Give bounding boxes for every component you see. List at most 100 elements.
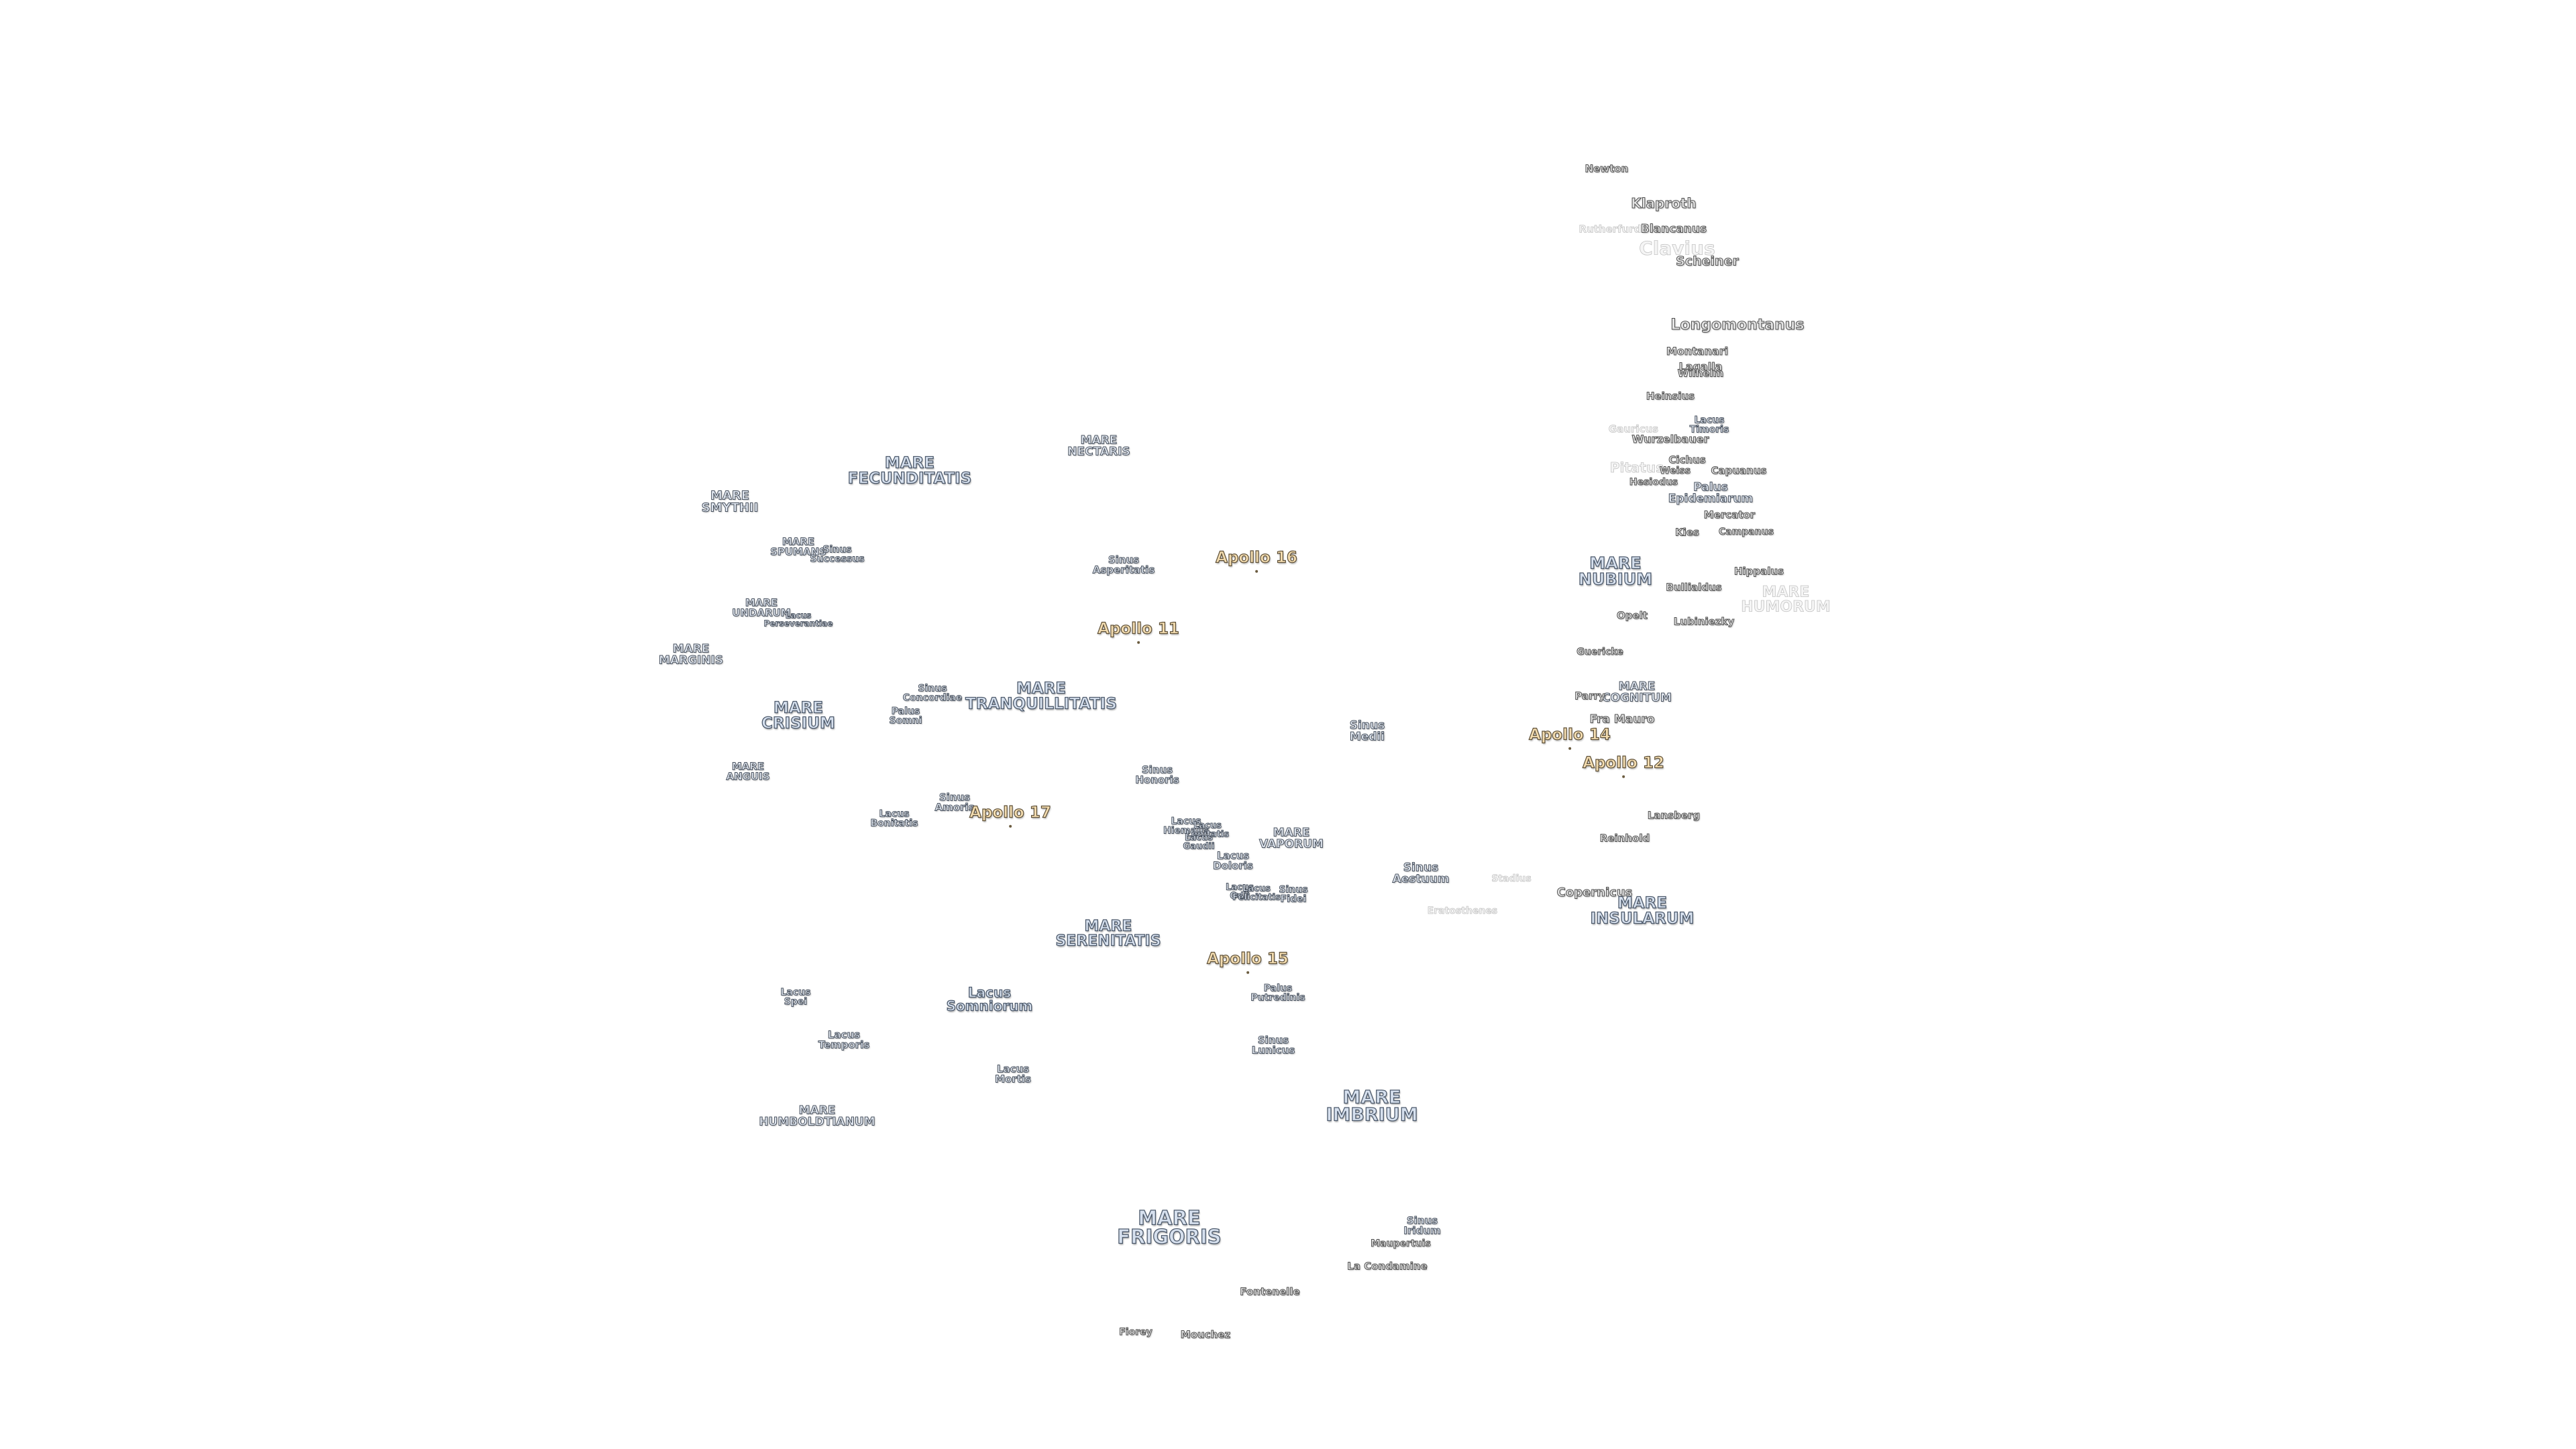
label-line: Palus (891, 706, 920, 717)
label-line: Apollo 11 (1097, 620, 1180, 638)
label-line: Wilhelm (1677, 367, 1724, 380)
label-line: Sinus (1257, 1034, 1289, 1046)
label-line: Lacus (1185, 833, 1214, 843)
label-line: Mortis (995, 1073, 1032, 1085)
label-line: Sinus (938, 791, 971, 804)
label-line: Wurzelbauer (1631, 433, 1709, 446)
label-montanari: Montanari (1666, 345, 1728, 357)
label-lansberg: Lansberg (1647, 810, 1700, 821)
label-line: Blancanus (1640, 222, 1707, 236)
label-line: Odii (1230, 891, 1250, 901)
label-line: MARE (710, 488, 750, 503)
label-line: Apollo 15 (1207, 950, 1289, 968)
label-line: MARE (1762, 584, 1810, 601)
label-rutherfurd: Rutherfurd (1578, 223, 1642, 235)
label-kies: Kies (1675, 527, 1700, 538)
label-mercator: Mercator (1703, 510, 1755, 521)
label-line: MARE (884, 454, 935, 472)
label-wilhelm: Wilhelm (1677, 367, 1724, 380)
label-stadius: Stadius (1491, 873, 1532, 885)
label-line: Copernicus (1556, 885, 1633, 900)
label-line: Reinhold (1599, 832, 1650, 845)
label-line: Iridum (1403, 1224, 1441, 1236)
label-line: Lacus (1193, 820, 1222, 831)
label-line: CRISIUM (761, 714, 835, 732)
label-campanus: Campanus (1718, 527, 1774, 538)
label-line: Fra Mauro (1589, 712, 1655, 727)
label-line: Somniorum (946, 998, 1033, 1014)
label-line: SERENITATIS (1055, 932, 1161, 949)
label-copernicus: Copernicus (1556, 885, 1633, 900)
label-line: Sinus (1279, 884, 1308, 896)
label-line: Campanus (1718, 527, 1774, 538)
label-line: Sinus (918, 683, 947, 694)
label-gauricus: Gauricus (1609, 424, 1659, 434)
label-line: Klaproth (1631, 195, 1697, 212)
label-line: NECTARIS (1067, 445, 1130, 458)
label-line: Longomontanus (1670, 317, 1805, 334)
landing-site-apollo-17: Apollo 17 (969, 804, 1052, 827)
label-line: TRANQUILLITATIS (965, 695, 1117, 712)
label-line: Epidemiarum (1668, 492, 1754, 505)
landing-site-apollo-16: Apollo 16 (1216, 550, 1297, 572)
label-fra-mauro: Fra Mauro (1589, 712, 1655, 727)
label-line: MARE (1589, 553, 1642, 573)
label-line: Fiorey (1119, 1327, 1153, 1338)
label-line: Perseverantiae (763, 619, 833, 628)
label-lagalla: Lagalla (1678, 360, 1723, 374)
label-line: Sinus (1403, 861, 1439, 875)
label-hesiodus: Hesiodus (1629, 478, 1678, 488)
label-line: MARE (798, 1104, 836, 1118)
label-line: Stadius (1491, 873, 1532, 885)
label-line: Hesiodus (1629, 477, 1678, 488)
label-line: IMBRIUM (1326, 1105, 1418, 1126)
label-line: Opelt (1617, 609, 1648, 622)
label-line: Apollo 17 (969, 804, 1052, 822)
label-line: MARE (745, 596, 778, 609)
label-scheiner: Scheiner (1676, 255, 1739, 268)
label-line: Hiemalis (1163, 825, 1210, 836)
label-line: Lenitatis (1185, 829, 1230, 839)
label-line: HUMBOLDTIANUM (759, 1115, 875, 1128)
label-line: Parry (1574, 690, 1605, 702)
label-line: Putredinis (1250, 992, 1305, 1003)
label-line: Aestuum (1392, 872, 1450, 885)
label-line: Fidei (1280, 894, 1307, 904)
label-bullialdus: Bullialdus (1666, 582, 1722, 593)
label-capuanus: Capuanus (1711, 466, 1767, 476)
label-line: Sinus (1349, 718, 1385, 733)
label-line: ANGUIS (726, 770, 770, 782)
label-line: MARGINIS (658, 653, 724, 667)
label-reinhold: Reinhold (1599, 832, 1650, 845)
label-line: Pitatus (1609, 460, 1664, 476)
label-line: Lacus (1216, 849, 1250, 862)
label-line: Rutherfurd (1578, 223, 1642, 235)
label-line: Lagalla (1678, 360, 1723, 374)
label-line: VAPORUM (1259, 837, 1324, 851)
label-line: Guericke (1576, 647, 1623, 658)
label-line: Lacus (1171, 816, 1201, 827)
label-line: Clavius (1639, 237, 1715, 260)
label-line: Doloris (1213, 859, 1254, 871)
label-line: FECUNDITATIS (847, 470, 972, 487)
label-fontenelle: Fontenelle (1240, 1287, 1300, 1297)
label-line: Sinus (1406, 1214, 1438, 1227)
